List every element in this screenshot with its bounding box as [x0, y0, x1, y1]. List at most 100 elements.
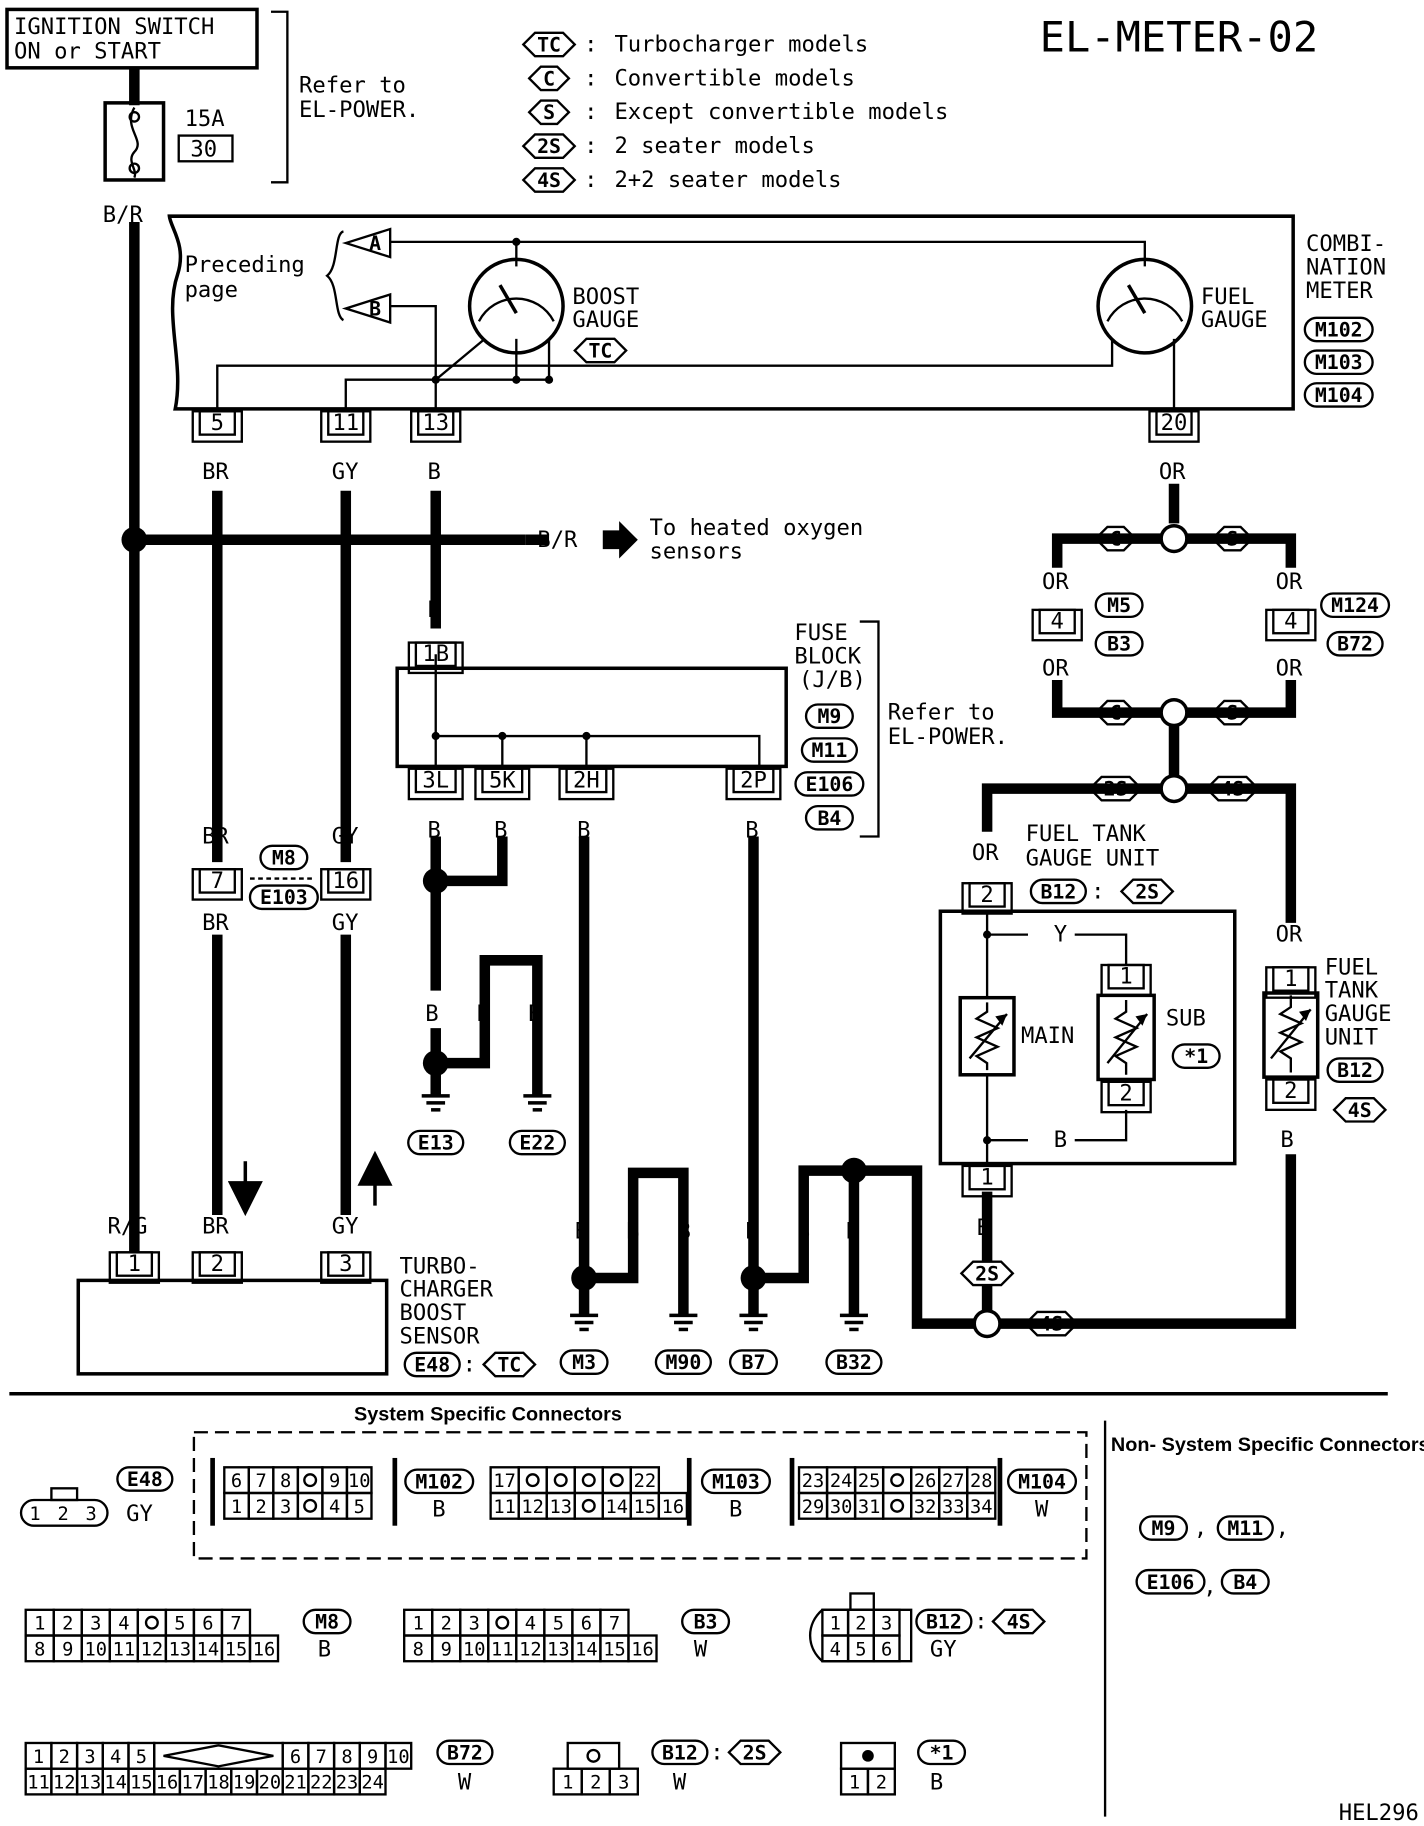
connector-id-text: B32 [836, 1351, 872, 1374]
connector-id-text: E22 [519, 1132, 555, 1155]
boost-gauge-icon [467, 257, 565, 355]
non-system-specific-header: Non- System Specific Connectors [1111, 1434, 1424, 1456]
connector-id-text: B12 [662, 1741, 698, 1764]
svg-text:B: B [369, 297, 381, 320]
svg-text:GY: GY [332, 459, 359, 485]
connector-id-text: E106 [1147, 1571, 1195, 1594]
pin-number: 16 [253, 1639, 276, 1660]
arrow-b [341, 292, 392, 325]
svg-text:BOOST: BOOST [400, 1300, 467, 1326]
pin-number: 14 [606, 1497, 629, 1518]
svg-text:Y: Y [1054, 922, 1067, 948]
comma: , [1203, 1573, 1216, 1599]
pin-number: 2 [57, 1504, 68, 1525]
pin-number: 11 [493, 1497, 516, 1518]
svg-text:BR: BR [202, 823, 229, 849]
pin-number: 22 [310, 1773, 333, 1794]
fuse-block-connector-e106: E106 [794, 771, 865, 797]
meter-connector-m104: M104 [1303, 382, 1374, 408]
svg-text:B: B [1280, 1127, 1293, 1153]
sensor-code: TC [481, 1351, 537, 1378]
pin-number: 1 [562, 1773, 573, 1794]
connector-id-text: M11 [1227, 1517, 1263, 1540]
model-code-text: 4S [537, 169, 561, 192]
fuse-block-pin-3l: 3L [407, 767, 464, 801]
svg-text:B: B [1054, 1127, 1067, 1153]
fuse-block-pin-2h: 2H [558, 767, 615, 801]
pin-number: 5 [174, 1614, 185, 1635]
connector-id-text: M9 [1152, 1517, 1176, 1540]
svg-text:(J/B): (J/B) [799, 667, 866, 693]
ground-id: B32 [825, 1349, 883, 1376]
pin-number: 23 [802, 1471, 825, 1492]
svg-text:GAUGE: GAUGE [1325, 1001, 1392, 1027]
svg-text:BLOCK: BLOCK [794, 644, 861, 670]
svg-text:B: B [425, 1001, 438, 1027]
model-code-text: TC [497, 1354, 521, 1377]
b72-color: W [458, 1770, 472, 1796]
boost-model-code: TC [573, 337, 628, 364]
svg-text:OR: OR [1042, 569, 1069, 595]
pin-number: 19 [233, 1773, 256, 1794]
pin-number: 6 [202, 1614, 213, 1635]
svg-text:GAUGE UNIT: GAUGE UNIT [1026, 846, 1160, 872]
pin-number: 7 [230, 1614, 241, 1635]
pin-number: 29 [802, 1497, 825, 1518]
pin-number: 2 [1284, 1078, 1297, 1104]
fuse-block-pin-5k: 5K [474, 767, 531, 801]
tank-2s-pin-top: 2 [961, 882, 1013, 915]
fuse-symbol [103, 101, 166, 182]
svg-text:B: B [745, 818, 758, 844]
pin-number: 1 [980, 1165, 993, 1191]
pin-number: 15 [225, 1639, 248, 1660]
code-4s-branch: 4S [1205, 775, 1260, 802]
connector-id-text: M3 [572, 1351, 596, 1374]
pin-number: 18 [207, 1773, 230, 1794]
ignition-label-2: ON or START [14, 38, 161, 64]
pin-number: 4 [830, 1639, 841, 1660]
pin-number: 3 [618, 1773, 629, 1794]
model-code-text: 2S [1104, 778, 1128, 801]
connector-id-text: *1 [930, 1741, 954, 1764]
tank-2s-connector: B12 [1029, 878, 1087, 905]
connector-id-text: M9 [817, 705, 841, 728]
b12-4s-color: GY [930, 1637, 957, 1663]
svg-text:BR: BR [202, 1214, 229, 1240]
pin-number: 4 [1284, 609, 1297, 635]
pin-number: 1 [849, 1773, 860, 1794]
ground-symbol: M3 [559, 1313, 609, 1376]
ground-id: E13 [407, 1129, 465, 1156]
connector-id-text: M104 [1018, 1470, 1066, 1493]
legend-text-4s: 2+2 seater models [614, 167, 841, 193]
tank-2s-code: 2S [1119, 878, 1175, 905]
pin-number: 1 [830, 1614, 841, 1635]
legend-colon: : [584, 65, 597, 91]
model-code-text: 2S [537, 135, 561, 158]
pin-number: 12 [141, 1639, 164, 1660]
svg-text:GY: GY [332, 910, 359, 936]
connector-id-text: B12 [1337, 1059, 1373, 1082]
fuel-gauge-label-1: FUEL [1201, 284, 1254, 310]
model-code-text: 4S [1007, 1611, 1031, 1634]
model-code-text: C [1110, 702, 1122, 725]
fuse-block-connector-m9: M9 [804, 703, 854, 730]
pin-number: 7 [609, 1614, 620, 1635]
pin-number: 6 [881, 1639, 892, 1660]
model-code-text: C [543, 67, 555, 90]
fuel-tank-gauge-unit-2s [938, 909, 1237, 1166]
pin-number: 24 [361, 1773, 384, 1794]
note1-color: B [930, 1770, 943, 1796]
pin-number: 14 [197, 1639, 220, 1660]
meter-pin-13: 13 [410, 410, 462, 443]
svg-text:B: B [428, 459, 441, 485]
ref-code: HEL296 [1339, 1800, 1419, 1826]
pin-number: 5K [489, 767, 516, 793]
pin-number: 8 [341, 1747, 352, 1768]
pin-number: 13 [547, 1639, 570, 1660]
code-c-top: C [1094, 525, 1138, 552]
pin-number: 5 [354, 1497, 365, 1518]
model-code-text: TC [537, 33, 561, 56]
